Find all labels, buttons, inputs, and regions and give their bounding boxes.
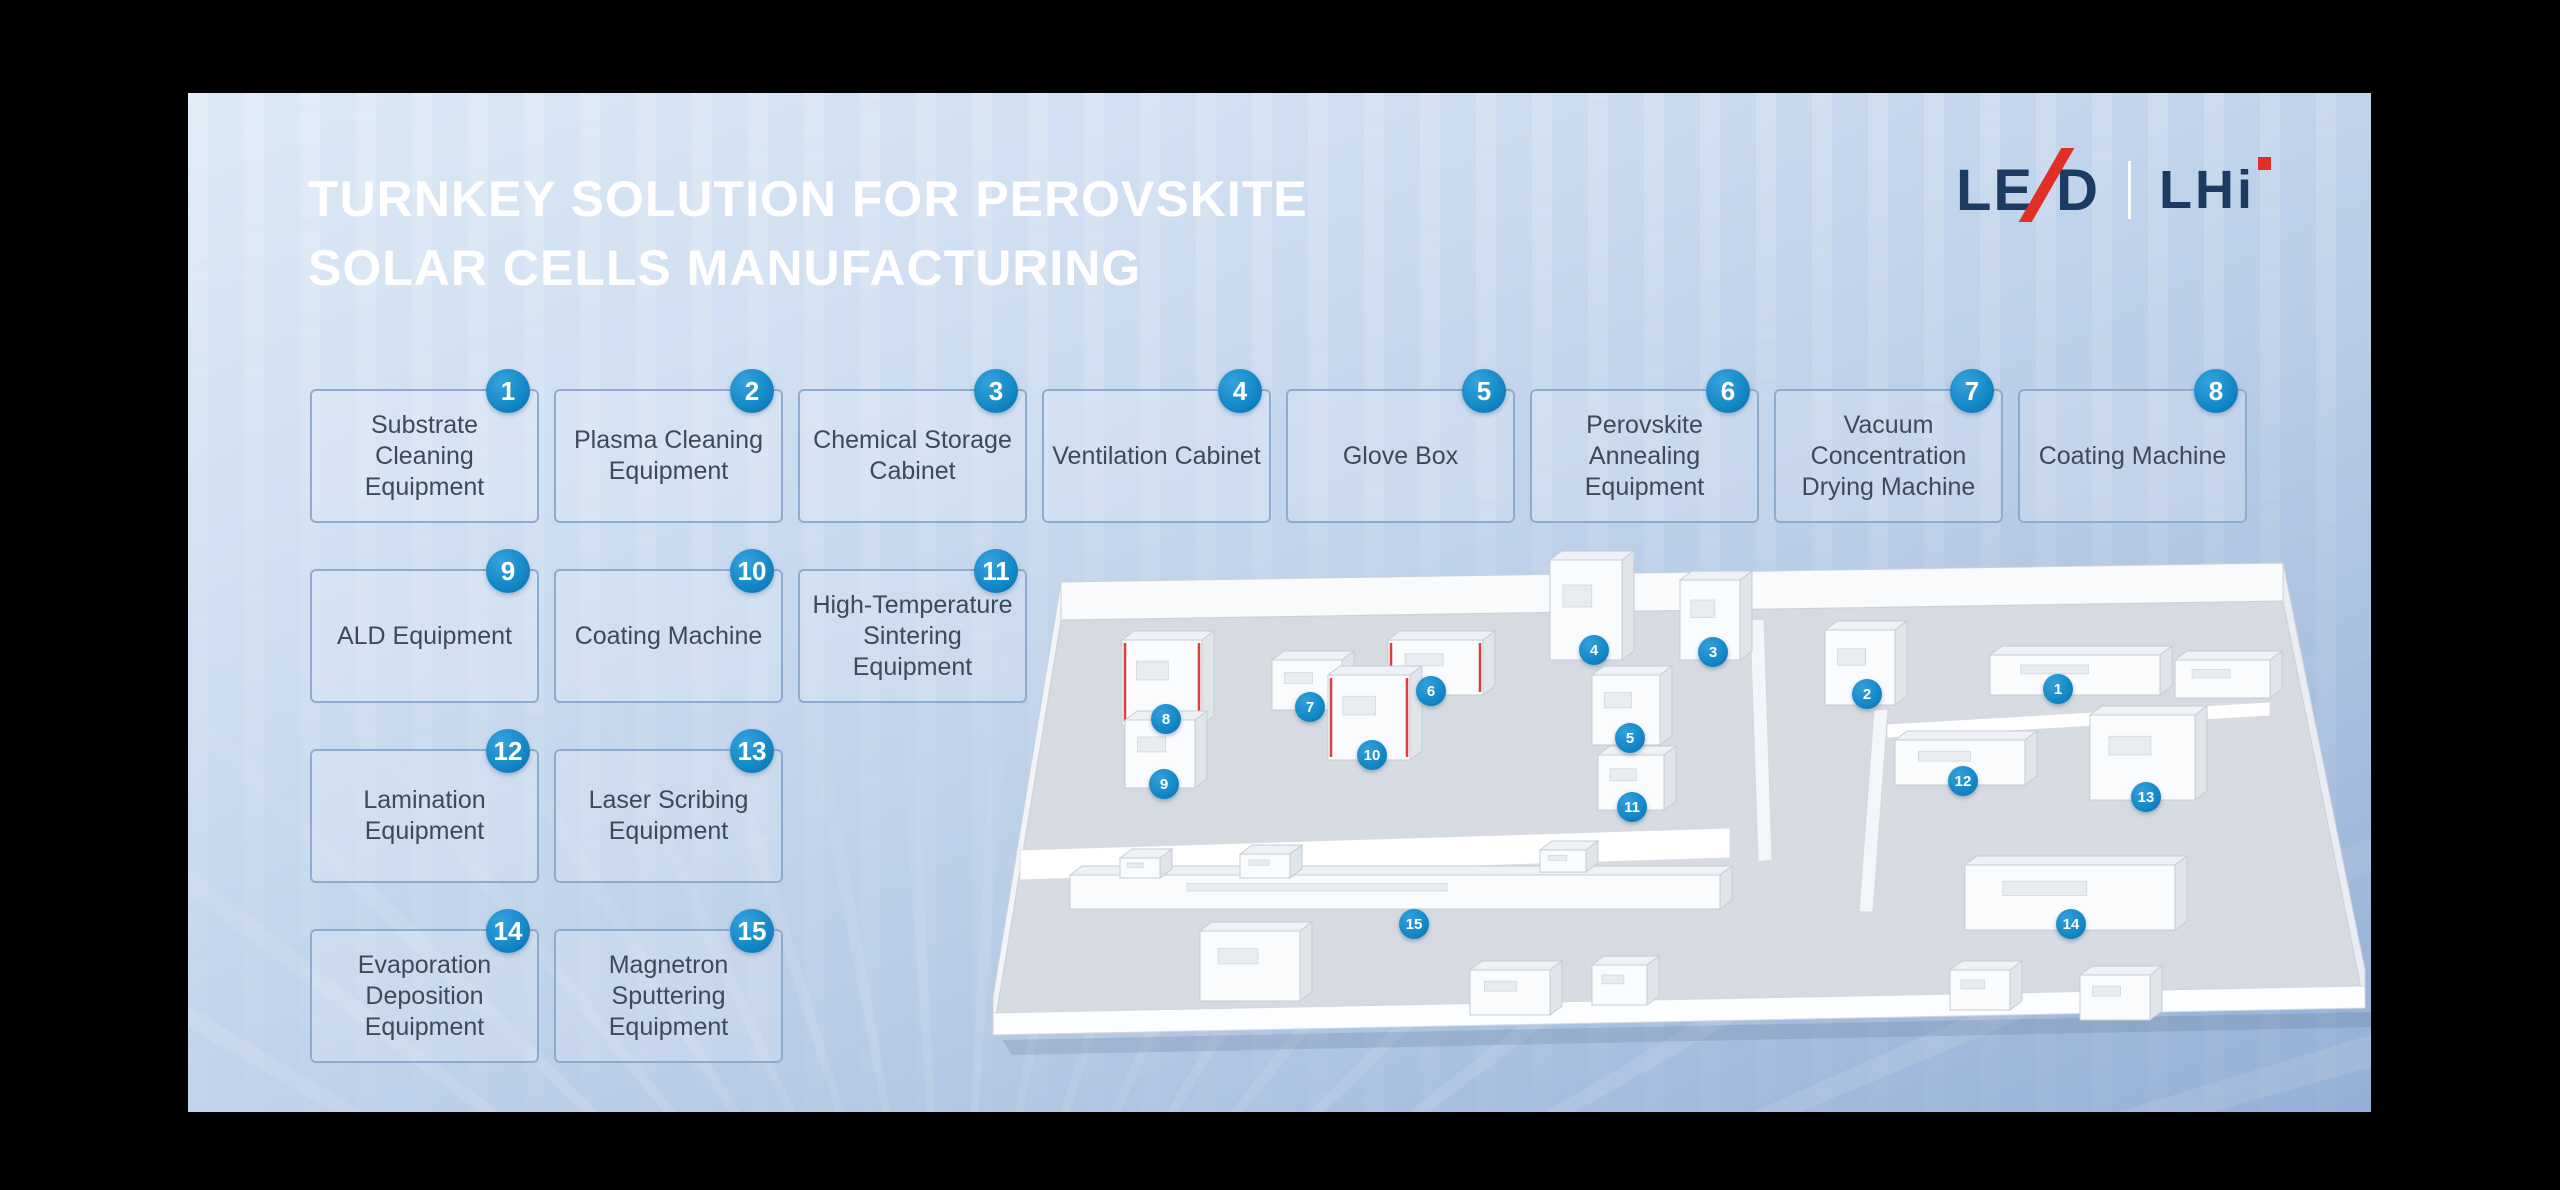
equipment-number-badge: 12 [486, 729, 530, 773]
equipment-number-badge: 3 [974, 369, 1018, 413]
floor-marker-13: 13 [2131, 782, 2161, 812]
equipment-number-badge: 15 [730, 909, 774, 953]
equipment-label: Perovskite Annealing Equipment [1584, 410, 1705, 501]
equipment-label: Chemical Storage Cabinet [813, 426, 1012, 485]
equipment-label: ALD Equipment [336, 621, 513, 650]
equipment-label: Vacuum Concentration Drying Machine [1801, 410, 1976, 501]
floor-marker-8: 8 [1151, 704, 1181, 734]
title-line-1: TURNKEY SOLUTION FOR PEROVSKITE [308, 171, 1308, 227]
equipment-number-badge: 2 [730, 369, 774, 413]
equipment-label: Coating Machine [2038, 441, 2227, 470]
equipment-label: Substrate Cleaning Equipment [364, 410, 485, 501]
equipment-number-badge: 7 [1950, 369, 1994, 413]
equipment-label: Glove Box [1342, 441, 1459, 470]
slide-panel: TURNKEY SOLUTION FOR PEROVSKITE SOLAR CE… [188, 93, 2371, 1112]
floor-marker-6: 6 [1416, 676, 1446, 706]
lhi-logo-text: LHi [2159, 160, 2255, 220]
equipment-number-badge: 6 [1706, 369, 1750, 413]
floor-marker-4: 4 [1579, 635, 1609, 665]
equipment-number-badge: 11 [974, 549, 1018, 593]
floor-plan-svg [992, 550, 2371, 1055]
equipment-number-badge: 13 [730, 729, 774, 773]
logo-divider [2128, 161, 2131, 219]
floor-marker-5: 5 [1615, 723, 1645, 753]
floor-marker-12: 12 [1948, 766, 1978, 796]
equipment-label: Magnetron Sputtering Equipment [608, 950, 729, 1041]
floor-marker-11: 11 [1617, 792, 1647, 822]
floor-marker-2: 2 [1852, 679, 1882, 709]
page-title: TURNKEY SOLUTION FOR PEROVSKITE SOLAR CE… [308, 165, 1308, 303]
floor-marker-9: 9 [1149, 769, 1179, 799]
equipment-number-badge: 9 [486, 549, 530, 593]
equipment-number-badge: 5 [1462, 369, 1506, 413]
equipment-label: Evaporation Deposition Equipment [357, 950, 492, 1041]
equipment-label: Ventilation Cabinet [1052, 441, 1261, 470]
floor-marker-14: 14 [2056, 909, 2086, 939]
floor-marker-3: 3 [1698, 637, 1728, 667]
floor-marker-1: 1 [2043, 674, 2073, 704]
equipment-label: High-Temperature Sintering Equipment [812, 590, 1013, 681]
title-line-2: SOLAR CELLS MANUFACTURING [308, 240, 1142, 296]
floor-marker-15: 15 [1399, 909, 1429, 939]
equipment-number-badge: 10 [730, 549, 774, 593]
equipment-label: Coating Machine [574, 621, 763, 650]
equipment-number-badge: 14 [486, 909, 530, 953]
equipment-label: Plasma Cleaning Equipment [574, 426, 763, 485]
floor-marker-7: 7 [1295, 692, 1325, 722]
equipment-number-badge: 1 [486, 369, 530, 413]
lead-logo-text-right: D [2056, 157, 2100, 223]
equipment-label: Lamination Equipment [363, 786, 486, 845]
lead-logo-text-left: LE [1955, 157, 2035, 223]
floor-marker-10: 10 [1357, 740, 1387, 770]
lhi-logo-dot-icon [2258, 157, 2271, 170]
equipment-number-badge: 4 [1218, 369, 1262, 413]
equipment-label: Laser Scribing Equipment [588, 786, 749, 845]
lead-logo: LE D [1955, 148, 2100, 227]
equipment-number-badge: 8 [2194, 369, 2238, 413]
lhi-logo: LHi [2159, 157, 2271, 221]
logo-group: LE D LHi [1955, 148, 2271, 227]
